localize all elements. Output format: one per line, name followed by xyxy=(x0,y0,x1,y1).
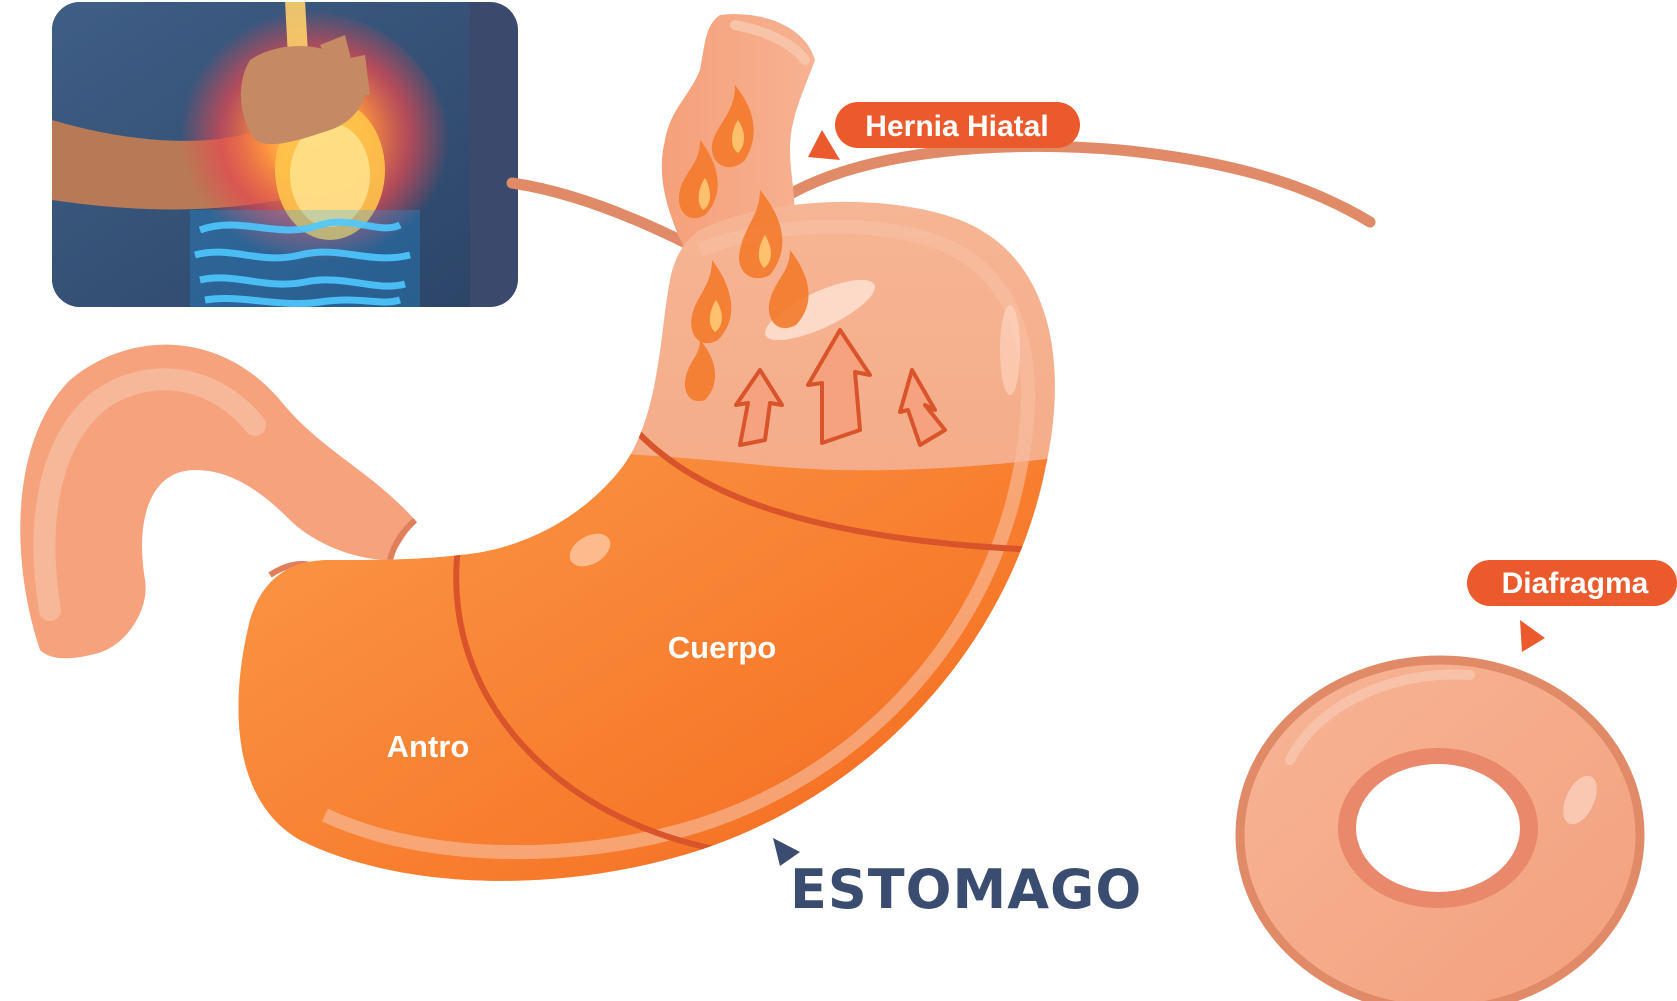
diaphragm-line-left xyxy=(506,177,696,251)
body-label: Cuerpo xyxy=(668,630,777,665)
diagram-title: ESTOMAGO xyxy=(790,858,1142,921)
diaphragm-label: Diafragma xyxy=(1502,567,1649,600)
hernia-label-pill xyxy=(835,102,1080,148)
triangle-pointer-icon xyxy=(808,130,840,160)
fire-icon xyxy=(678,85,809,402)
antrum-label: Antro xyxy=(387,729,470,764)
arrow-up-icon xyxy=(734,328,947,447)
hernia-label: Hernia Hiatal xyxy=(865,110,1048,143)
diaphragm-line-right xyxy=(774,141,1376,228)
triangle-pointer-icon xyxy=(773,838,800,866)
diaphragm-ring xyxy=(1235,655,1645,1001)
diaphragm-label-pill xyxy=(1467,560,1677,606)
diaphragm-label-group: Diafragma xyxy=(1467,560,1677,652)
hernia-label-group: Hernia Hiatal xyxy=(808,102,1080,160)
triangle-pointer-icon xyxy=(1520,620,1545,652)
heartburn-photo xyxy=(52,2,518,307)
